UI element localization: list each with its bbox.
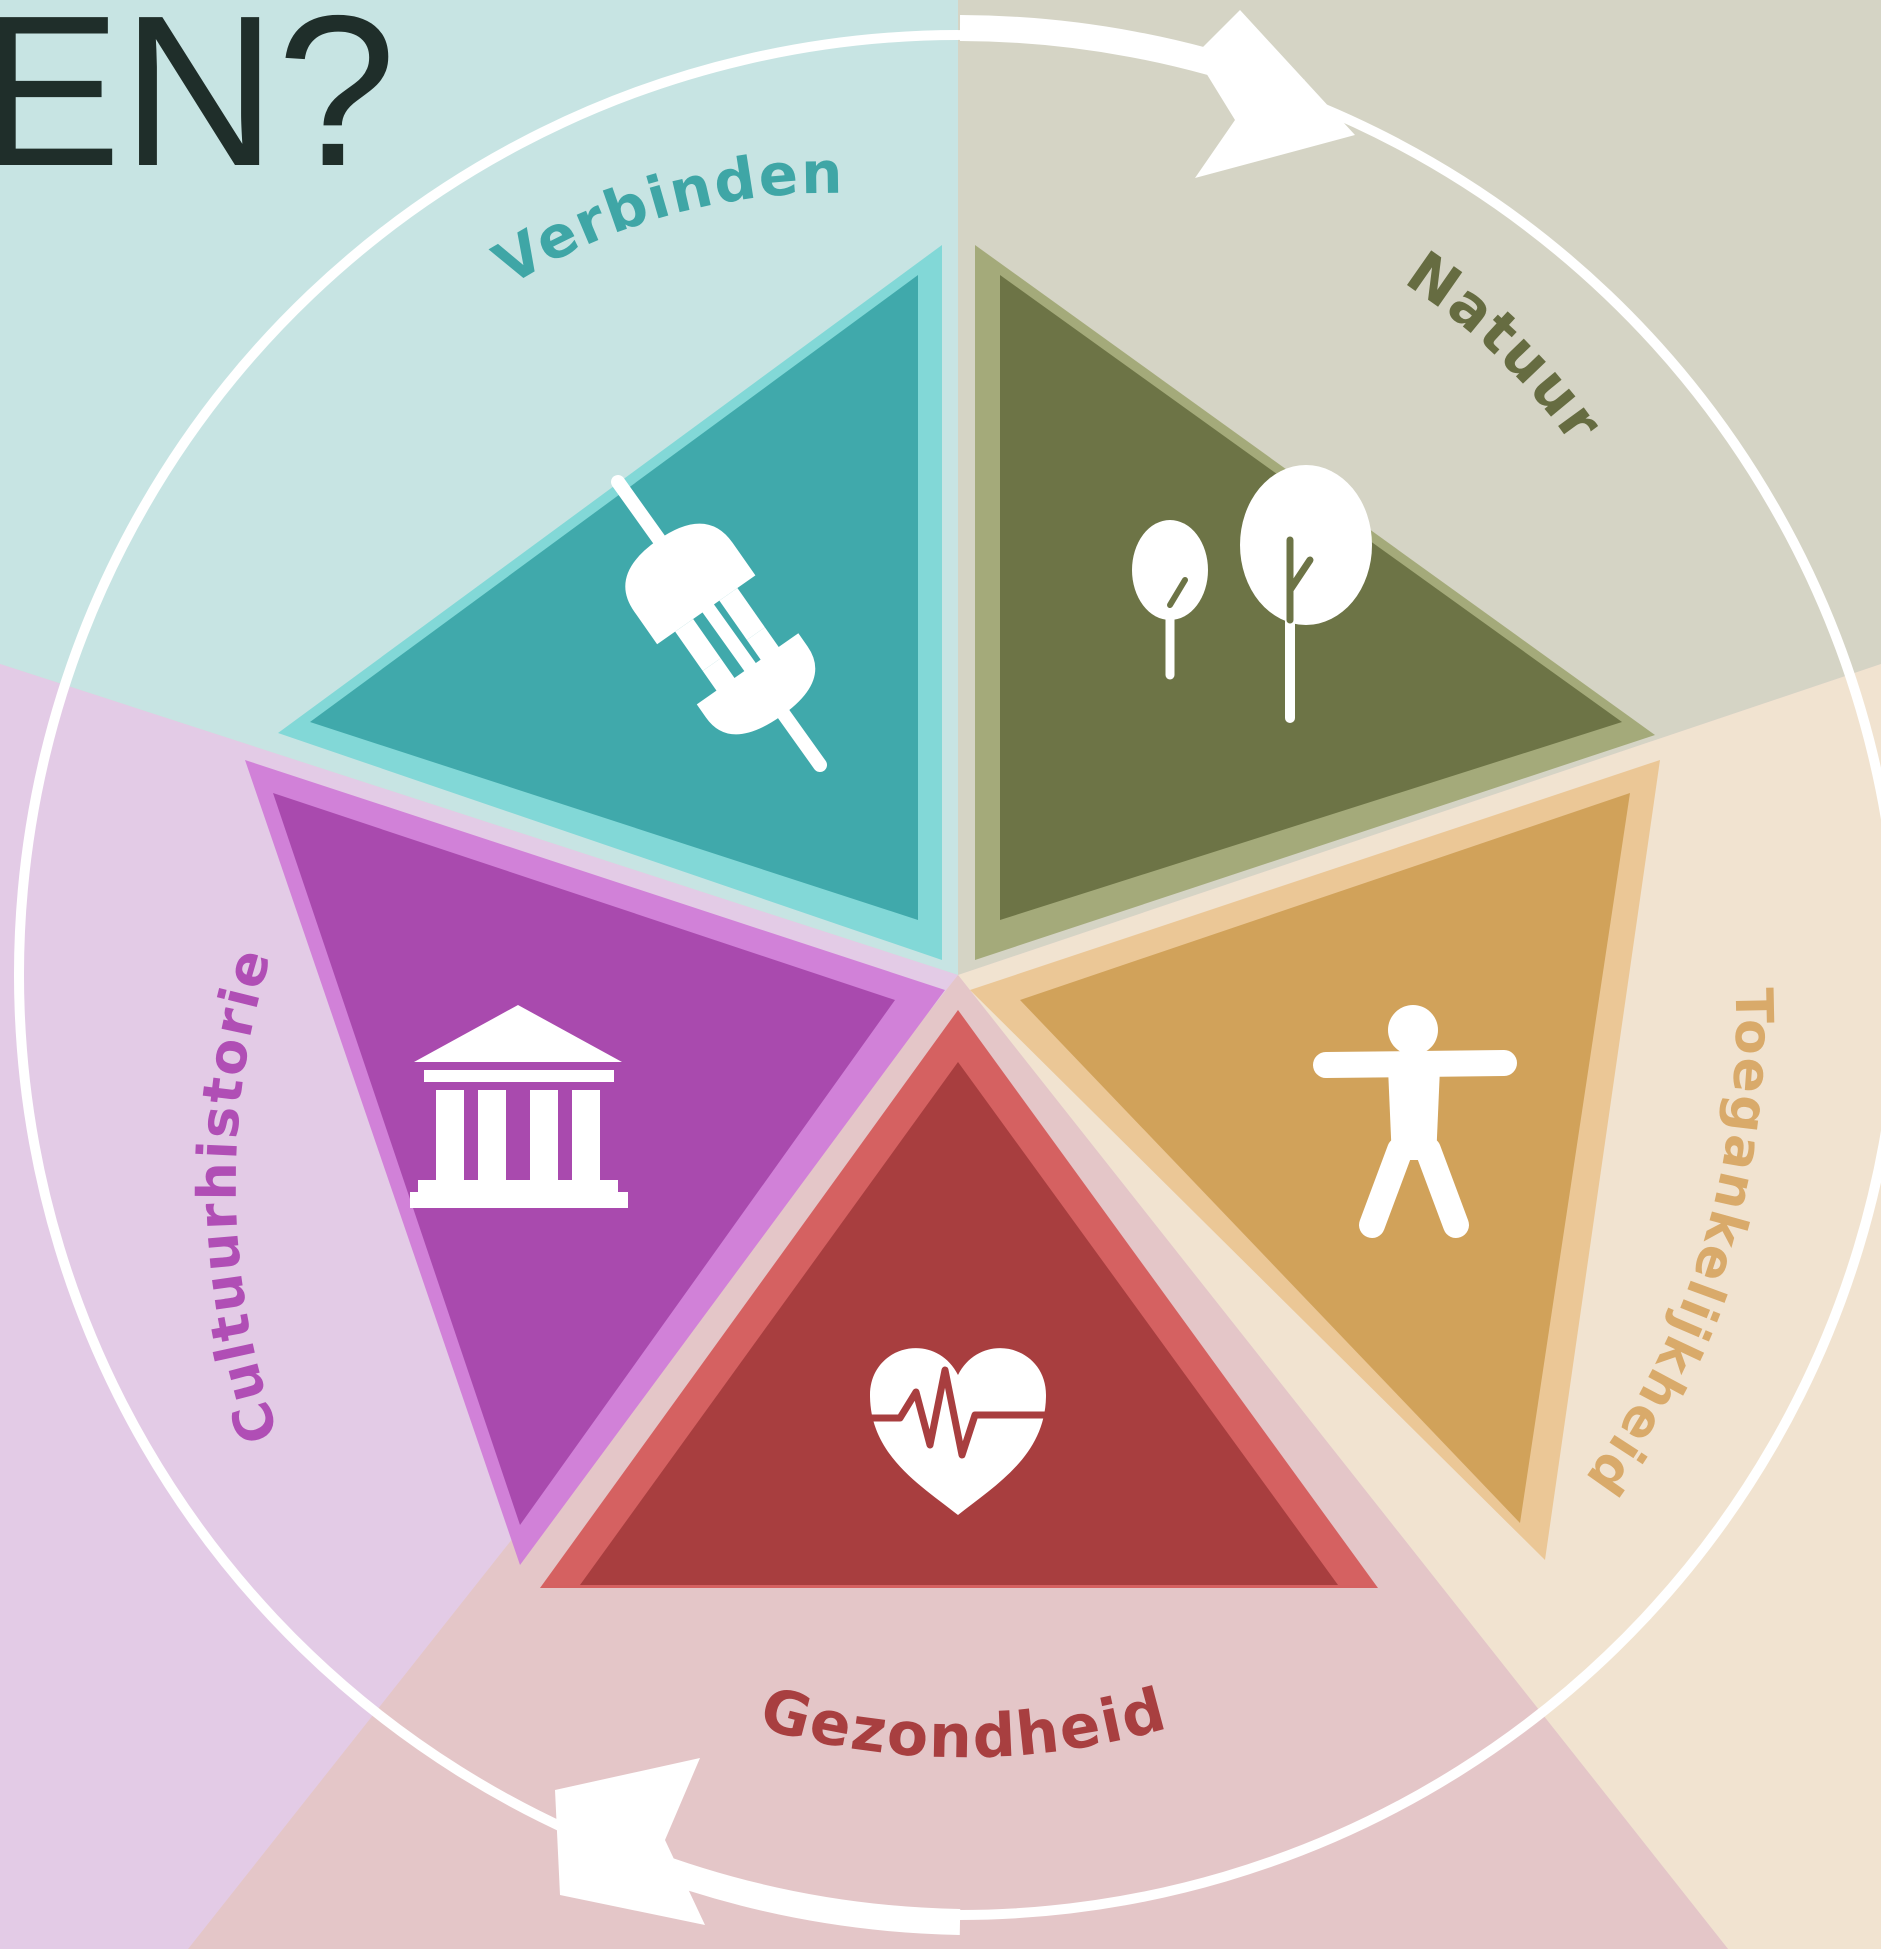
museum-icon [410, 1005, 628, 1208]
cycle-arrow-bottom [555, 1758, 705, 1925]
cycle-arrow-top [1195, 10, 1355, 178]
segment-fill-verbinden [310, 275, 918, 920]
plug-icon [611, 475, 827, 772]
segment-fill-toegankelijkheid [1020, 793, 1630, 1523]
page-heading: EN? [0, 0, 396, 211]
heart-pulse-icon [868, 1348, 1050, 1515]
trees-icon [1132, 465, 1372, 723]
accessibility-person-icon [1313, 1005, 1517, 1238]
segment-fill-gezondheid [580, 1062, 1338, 1585]
